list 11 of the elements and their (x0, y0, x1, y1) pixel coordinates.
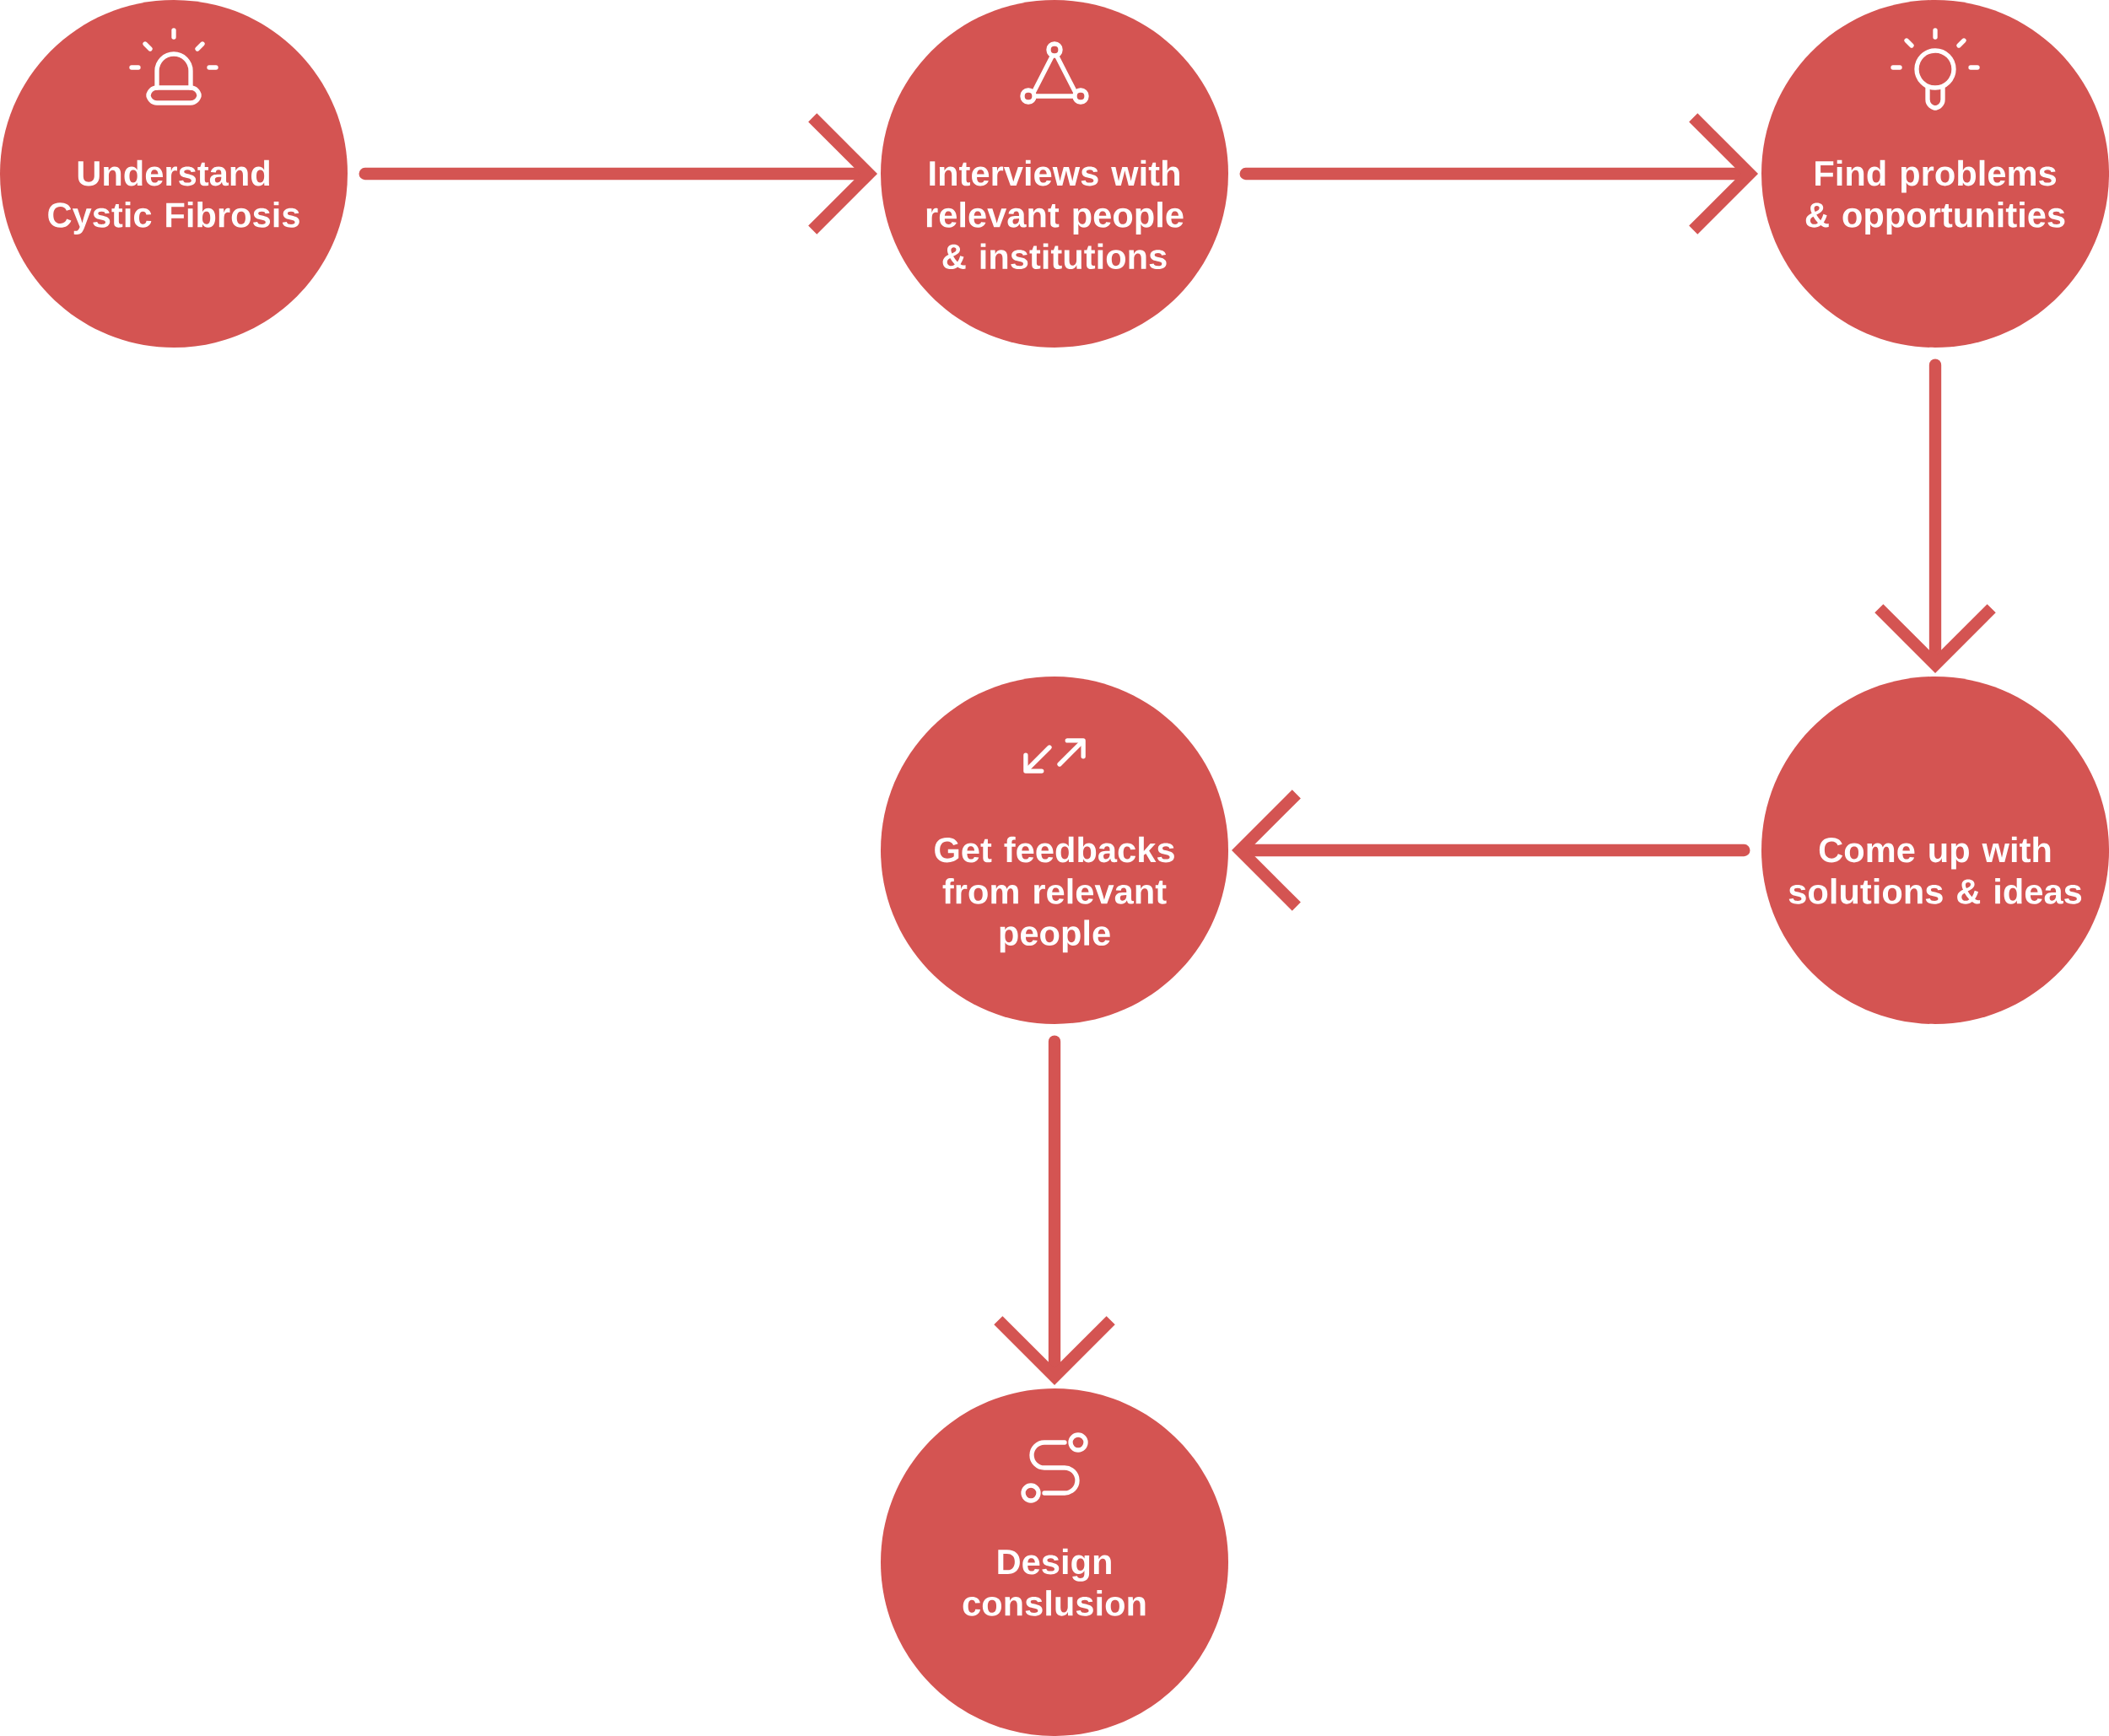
step-label: Come up with solutions & ideas (1788, 836, 2082, 904)
step-label: Interviews with relevant people & institutions (926, 159, 1184, 270)
step-label: Get feedbacks from relevant people (935, 836, 1174, 953)
arrow (994, 1035, 1115, 1385)
step-label: Find problems & opportunities (1805, 159, 2065, 235)
arrow (1874, 359, 1996, 673)
step-label: Understand Cystic Fibrosis (48, 159, 299, 235)
step-label: Design conslusion (963, 1548, 1146, 1616)
arrow (359, 113, 877, 235)
arrow (1232, 790, 1750, 911)
arrow (1239, 113, 1758, 235)
